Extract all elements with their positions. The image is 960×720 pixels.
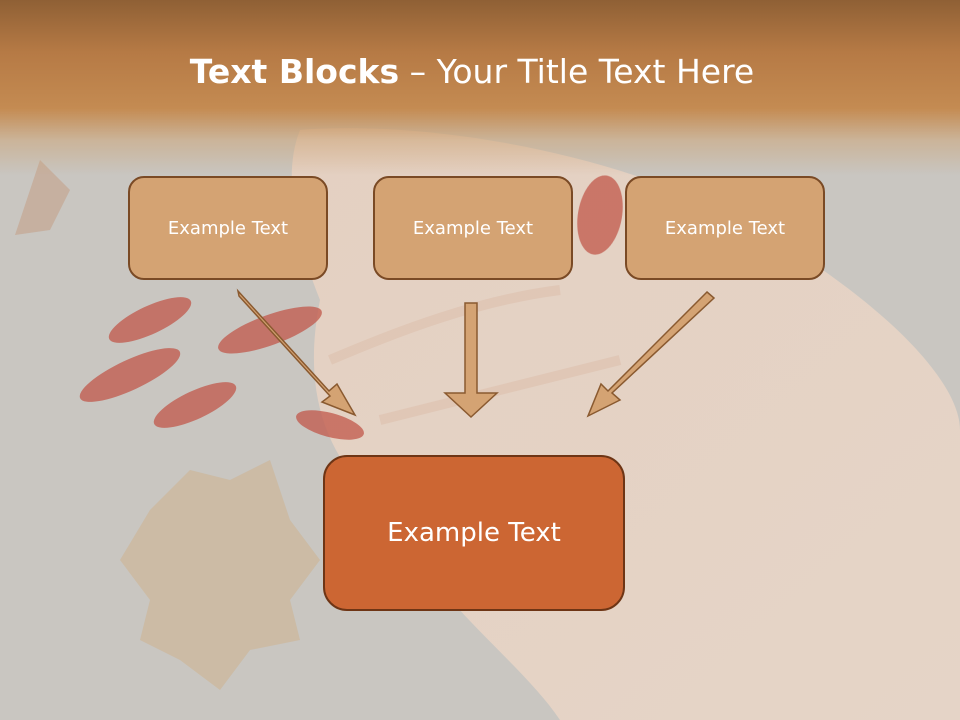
title-bold: Text Blocks	[189, 52, 400, 91]
text-block-1-label: Example Text	[167, 217, 289, 239]
title-rest: – Your Title Text Here	[399, 52, 755, 91]
text-block-2[interactable]: Example Text	[373, 176, 573, 280]
text-block-main-label: Example Text	[387, 518, 561, 548]
leaf-top	[15, 160, 70, 235]
text-block-3[interactable]: Example Text	[625, 176, 825, 280]
text-block-1[interactable]: Example Text	[128, 176, 328, 280]
nails	[79, 175, 623, 440]
text-block-main[interactable]: Example Text	[323, 455, 625, 611]
slide-title: Text Blocks – Your Title Text Here	[0, 52, 944, 91]
leaf-bottom	[120, 460, 320, 690]
text-block-3-label: Example Text	[664, 217, 786, 239]
title-band	[0, 0, 960, 175]
text-block-2-label: Example Text	[412, 217, 534, 239]
